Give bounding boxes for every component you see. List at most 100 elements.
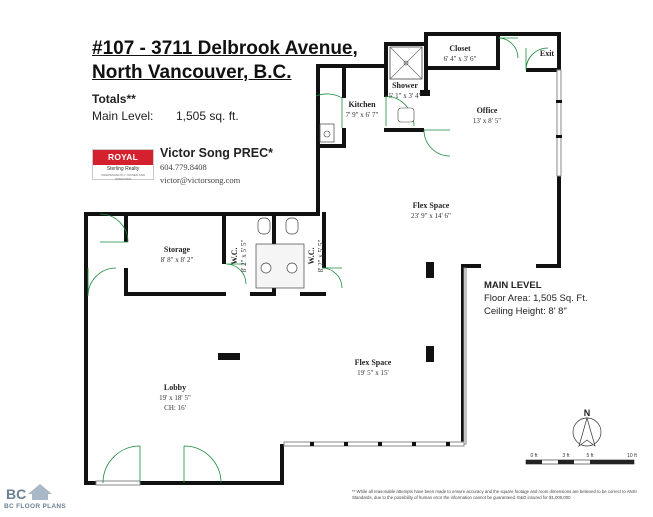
wall	[420, 128, 424, 132]
mullion	[446, 442, 450, 446]
mullion	[556, 135, 562, 138]
scale-tick: 10 ft	[627, 453, 637, 459]
scale-tick: 5 ft	[587, 453, 595, 459]
wall	[461, 264, 481, 268]
wc-left-name: W.C.	[230, 247, 239, 264]
scale-segment	[526, 460, 542, 464]
brokerage-tag: INDEPENDENTLY OWNED AND OPERATED	[100, 173, 146, 181]
wall	[322, 212, 326, 268]
brokerage-sub: Sterling Realty	[106, 166, 140, 172]
main-level-value: 1,505 sq. ft.	[176, 109, 239, 123]
storage-name: Storage	[164, 245, 191, 254]
wall	[461, 264, 465, 444]
shower-line	[389, 46, 423, 80]
flex-lower-name: Flex Space	[355, 358, 392, 367]
window-right-lower	[463, 267, 467, 445]
brokerage-name: ROYAL LEPAGE	[93, 150, 153, 177]
address-line-1: #107 - 3711 Delbrook Avenue,	[92, 38, 358, 59]
wall	[316, 144, 346, 148]
sink-drain	[323, 130, 331, 138]
lobby-dims: 19' x 18' 5"	[159, 394, 191, 402]
flex-upper-name: Flex Space	[413, 201, 450, 210]
agent-phone: 604.779.8408	[160, 162, 207, 172]
wall	[84, 212, 320, 216]
door-swing	[99, 213, 129, 243]
wall	[84, 212, 88, 484]
door-swing	[315, 93, 343, 128]
door-swing	[183, 445, 222, 484]
door-swing	[385, 95, 415, 127]
bc-floor-plans-logo: BC	[6, 484, 52, 502]
sink-icon	[286, 262, 298, 274]
wall	[280, 444, 284, 485]
wall	[124, 292, 226, 296]
window-right-upper	[556, 69, 562, 177]
lobby-name: Lobby	[164, 383, 186, 392]
wall	[557, 176, 561, 266]
exit-name: Exit	[540, 49, 555, 58]
scale-tick: 3 ft	[563, 453, 571, 459]
kitchen-sink	[319, 123, 335, 143]
window-bottom	[283, 441, 465, 447]
wall	[140, 481, 284, 485]
mullion	[378, 442, 382, 446]
wall	[250, 292, 276, 296]
column	[426, 262, 434, 278]
wall	[384, 128, 424, 132]
main-level-floor-area: Floor Area: 1,505 Sq. Ft.	[484, 293, 588, 304]
shower-name: Shower	[392, 81, 418, 90]
lobby-ceiling: CH: 16'	[164, 404, 186, 412]
door-swing	[321, 267, 343, 289]
storage-dims: 8' 8" x 8' 2"	[161, 256, 194, 264]
mullion	[556, 100, 562, 103]
wall	[124, 212, 128, 242]
door-swing	[225, 263, 247, 285]
flex-lower-dims: 19' 5" x 15'	[357, 369, 389, 377]
wc-fixtures	[255, 217, 305, 289]
sink-icon	[260, 262, 272, 274]
scale-tick: 0 ft	[531, 453, 539, 459]
main-level-ceiling-height: Ceiling Height: 8' 8"	[484, 306, 567, 317]
wall	[300, 292, 326, 296]
wall	[316, 64, 320, 214]
office-dims: 13' x 8' 5"	[473, 117, 501, 125]
mullion	[344, 442, 348, 446]
wall	[420, 90, 430, 96]
brokerage-logo: ROYAL LEPAGE Sterling Realty INDEPENDENT…	[92, 149, 154, 181]
disclaimer: ** While all reasonable attempts have be…	[352, 489, 637, 500]
wc-right-dims: 8' 2" x 5' 5"	[317, 239, 325, 272]
main-level-heading: MAIN LEVEL	[484, 280, 542, 291]
agent-name: Victor Song PREC*	[160, 146, 273, 160]
totals-heading: Totals**	[92, 92, 136, 106]
wall	[384, 42, 428, 46]
address-line-2: North Vancouver, B.C.	[92, 62, 292, 83]
door-swing	[497, 37, 519, 59]
mullion	[412, 442, 416, 446]
door-swing	[102, 445, 141, 484]
wall	[342, 68, 346, 98]
house-icon	[28, 484, 52, 500]
column	[426, 346, 434, 362]
window-mullions	[310, 100, 562, 446]
scale-segment	[590, 460, 634, 464]
wall	[526, 68, 561, 72]
wall	[424, 32, 428, 94]
toilet-icon	[285, 217, 299, 235]
shower-fixture	[389, 46, 423, 123]
agent-email: victor@victorsong.com	[160, 175, 241, 185]
logo-text: BC FLOOR PLANS	[4, 503, 66, 510]
shower-drain	[403, 60, 409, 66]
logo-bc-glyph: BC	[6, 486, 26, 502]
wall	[557, 32, 561, 70]
wall	[384, 42, 388, 97]
scale-bar: 0 ft 3 ft 5 ft 10 ft	[525, 453, 637, 465]
door-swing	[423, 129, 451, 157]
shower-dims: 5' 1" x 3' 4"	[389, 92, 422, 100]
wall	[124, 268, 128, 292]
kitchen-dims: 7' 9" x 6' 7"	[346, 111, 379, 119]
wall	[428, 66, 498, 70]
north-arrow-icon	[578, 416, 596, 447]
office-name: Office	[477, 106, 498, 115]
